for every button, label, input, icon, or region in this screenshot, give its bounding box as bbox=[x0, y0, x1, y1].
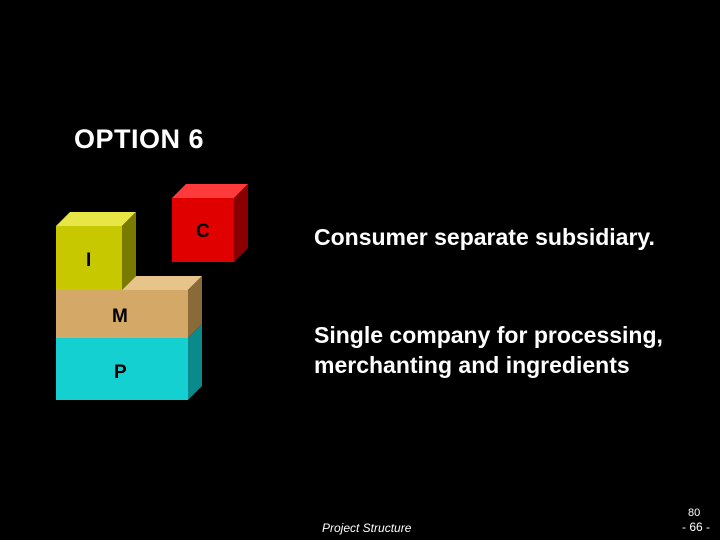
statement-line-1: Single company for processing, bbox=[314, 322, 663, 348]
block-p: P bbox=[56, 324, 202, 400]
statement-single-company: Single company for processing, merchanti… bbox=[314, 320, 663, 380]
page-number-top: 80 bbox=[688, 507, 701, 519]
block-c-label: C bbox=[196, 221, 210, 242]
block-c: C bbox=[172, 184, 248, 262]
block-p-label: P bbox=[114, 362, 127, 383]
slide-title: OPTION 6 bbox=[74, 124, 205, 154]
page-number-bottom: - 66 - bbox=[682, 520, 711, 534]
statement-consumer: Consumer separate subsidiary. bbox=[314, 224, 655, 250]
block-i-label: I bbox=[86, 250, 91, 271]
block-i: I bbox=[56, 212, 136, 290]
block-m-label: M bbox=[112, 306, 128, 327]
block-m: M bbox=[56, 276, 202, 338]
statement-line-2: merchanting and ingredients bbox=[314, 352, 630, 378]
footer-section-label: Project Structure bbox=[322, 521, 412, 535]
